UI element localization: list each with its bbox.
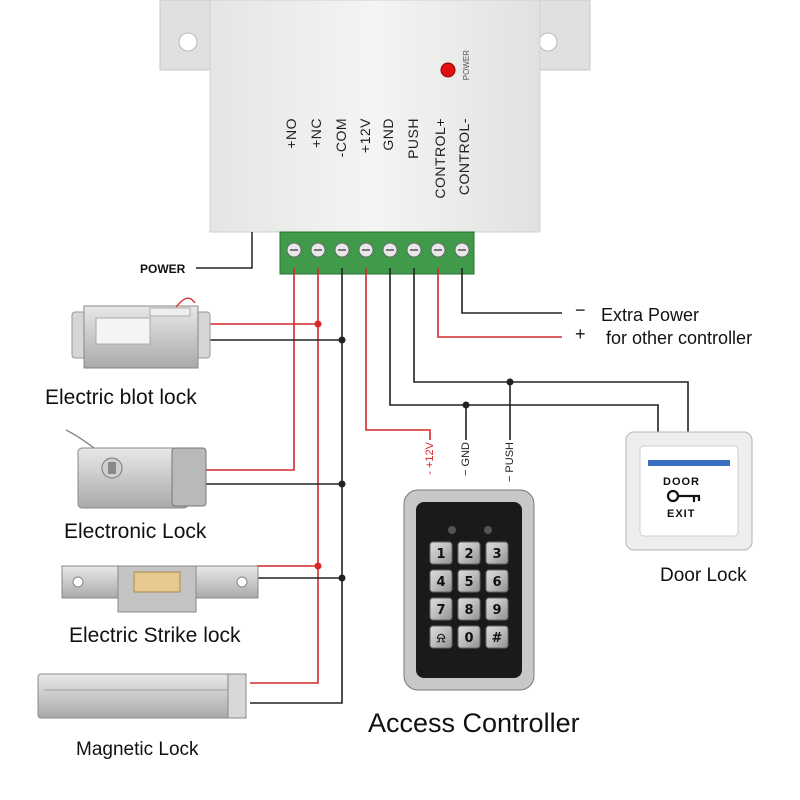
power-input-label: POWER [140,262,186,276]
extra-power-line2: for other controller [606,328,753,348]
keypad-key-label: 3 [492,547,501,562]
magnetic-lock-label: Magnetic Lock [76,739,199,760]
keypad-key-label: 0 [464,631,473,646]
psu-terminal-label: GND [380,118,396,151]
wire-label-gnd: − GND [460,442,472,476]
keypad-key-label: 5 [464,575,473,590]
power-input-wire [196,232,253,269]
keypad-key-label: 1 [436,547,445,562]
power-led-icon [440,62,456,78]
keypad-key [429,569,453,593]
psu-mount-hole-right [538,32,558,52]
keypad-key [457,541,481,565]
keypad-key-label: 6 [492,575,501,590]
access-controller-label: Access Controller [368,708,580,738]
keypad-key-label: 4 [436,575,445,590]
wire-12v [365,268,431,440]
electric-strike-lock-image [61,565,259,613]
wire-nc-bus [250,268,319,684]
door-exit-button-image [625,431,753,551]
magnetic-lock-image [37,673,247,719]
keypad-key [429,597,453,621]
door-lock-label: Door Lock [660,565,747,586]
extra-power-minus: − [575,300,586,320]
psu-terminal-label: +12V [357,118,373,154]
power-indicator-label: POWER [462,50,471,81]
keypad-key [485,569,509,593]
psu-body [209,0,541,233]
junction-dot [462,401,470,409]
electric-bolt-lock-image [71,297,211,369]
keypad-keys: 1 2 3 4 5 6 7 8 9 ⍾ 0 # [429,541,509,649]
wire-label-12v: - +12V [424,442,436,475]
keypad-controller-image: 1 2 3 4 5 6 7 8 9 ⍾ 0 # [403,489,535,691]
junction-dots [314,320,514,582]
terminal-block-body [279,231,475,275]
keypad-key [485,541,509,565]
wire-gnd [389,268,659,432]
psu-terminal-label: +NO [283,118,299,149]
wire-label-push: − PUSH [504,442,516,483]
psu-terminal-label: PUSH [405,118,421,159]
electronic-lock-label: Electronic Lock [64,520,207,543]
keypad-key-label: ⍾ [437,631,446,646]
bolt-lock-label: Electric blot lock [45,386,197,409]
junction-dot [338,574,346,582]
junction-dot [314,320,322,328]
power-supply-unit [159,0,591,233]
terminal-block [279,231,475,275]
keypad-key [457,569,481,593]
psu-mount-hole-left [178,32,198,52]
extra-power-plus: + [575,324,586,344]
keypad-key-label: # [492,631,503,646]
keypad-key [457,625,481,649]
keypad-key [429,541,453,565]
extra-power-line1: Extra Power [601,305,700,325]
door-button-top-text: DOOR [663,476,700,488]
junction-dot [314,562,322,570]
key-icon [666,489,701,503]
psu-terminal-label: +NC [308,118,324,148]
keypad-key-label: 9 [492,603,501,618]
strike-lock-label: Electric Strike lock [69,624,241,647]
keypad-key [457,597,481,621]
terminal-screws [286,242,470,258]
wire-control-minus [461,268,562,314]
keypad-key [485,597,509,621]
wire-com-bus [250,268,343,704]
wire-control-plus [437,268,562,338]
junction-dot [338,336,346,344]
door-button-bottom-text: EXIT [667,508,696,520]
keypad-key [429,625,453,649]
psu-terminal-label: CONTROL+ [432,118,448,199]
keypad-key-label: 7 [436,603,445,618]
wire-no-electronic-lock [200,268,295,471]
psu-terminal-label: CONTROL- [456,118,472,196]
keypad-key [485,625,509,649]
psu-terminal-label: -COM [333,118,349,158]
junction-dot [506,378,514,386]
keypad-key-label: 2 [464,547,473,562]
wires [200,268,689,704]
junction-dot [338,480,346,488]
keypad-key-label: 8 [464,603,473,618]
electronic-lock-image [65,429,207,509]
wire-push [413,268,689,432]
